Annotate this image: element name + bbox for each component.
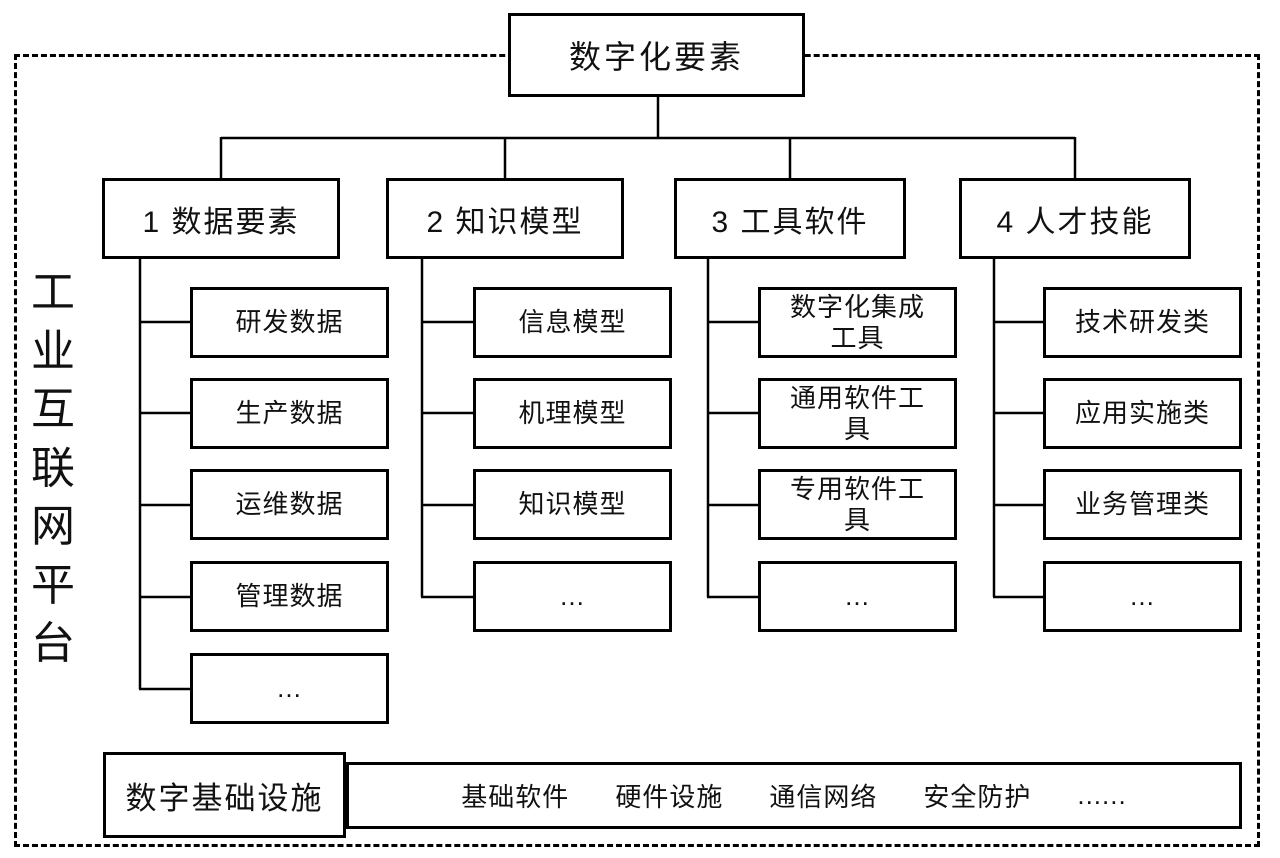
foundation-item-ellipsis: ...... [1077,780,1127,810]
platform-vertical-label: 工业互联网平台 [31,268,75,669]
leaf-label: ... [560,581,585,612]
leaf-node: 业务管理类 [1043,469,1242,540]
leaf-node: 生产数据 [190,378,389,449]
leaf-label: 研发数据 [235,307,344,338]
leaf-node: 机理模型 [473,378,672,449]
leaf-node: 研发数据 [190,287,389,358]
root-node-digital-elements: 数字化要素 [508,13,805,97]
branch-node-knowledge-models: 2 知识模型 [386,178,624,259]
branch-node-tool-software: 3 工具软件 [674,178,906,259]
leaf-label: 业务管理类 [1074,489,1210,520]
leaf-label: 机理模型 [518,398,627,429]
leaf-label: 应用实施类 [1074,398,1210,429]
foundation-label-box: 数字基础设施 [103,752,346,838]
leaf-label: 管理数据 [235,581,344,612]
leaf-label: 生产数据 [235,398,344,429]
leaf-node-ellipsis: ... [1043,561,1242,632]
leaf-node: 数字化集成工具 [758,287,957,358]
leaf-node-ellipsis: ... [190,653,389,724]
foundation-item: 硬件设施 [615,782,724,812]
root-node-label: 数字化要素 [568,39,744,75]
leaf-label: 运维数据 [235,489,344,520]
branch-node-talent-skills: 4 人才技能 [959,178,1191,259]
branch-label: 3 工具软件 [711,205,869,239]
branch-1-trunk-connectors [420,258,475,599]
branch-node-data-elements: 1 数据要素 [102,178,340,259]
leaf-label: 通用软件工具 [789,382,925,444]
leaf-node-ellipsis: ... [473,561,672,632]
leaf-node: 运维数据 [190,469,389,540]
leaf-label: 专用软件工具 [789,473,925,535]
leaf-node-ellipsis: ... [758,561,957,632]
branch-3-trunk-connectors [992,258,1045,599]
root-to-branches-connectors [219,95,1077,180]
leaf-node: 专用软件工具 [758,469,957,540]
leaf-label: ... [277,673,302,704]
leaf-node: 技术研发类 [1043,287,1242,358]
branch-label: 2 知识模型 [426,205,584,239]
leaf-label: ... [1130,581,1155,612]
leaf-node: 通用软件工具 [758,378,957,449]
foundation-items-list: 基础软件 硬件设施 通信网络 安全防护 ...... [461,777,1126,814]
leaf-node: 信息模型 [473,287,672,358]
branch-label: 1 数据要素 [142,205,300,239]
branch-0-trunk-connectors [138,258,192,691]
leaf-label: 知识模型 [518,489,627,520]
leaf-label: 信息模型 [518,307,627,338]
foundation-label: 数字基础设施 [125,780,324,816]
foundation-items-box: 基础软件 硬件设施 通信网络 安全防护 ...... [346,762,1242,829]
leaf-label: 技术研发类 [1074,307,1210,338]
leaf-node: 知识模型 [473,469,672,540]
foundation-item: 通信网络 [769,782,878,812]
leaf-label: ... [845,581,870,612]
branch-2-trunk-connectors [706,258,760,599]
leaf-node: 应用实施类 [1043,378,1242,449]
foundation-item: 安全防护 [923,782,1032,812]
leaf-node: 管理数据 [190,561,389,632]
foundation-item: 基础软件 [461,782,570,812]
branch-label: 4 人才技能 [996,205,1154,239]
leaf-label: 数字化集成工具 [789,291,925,353]
